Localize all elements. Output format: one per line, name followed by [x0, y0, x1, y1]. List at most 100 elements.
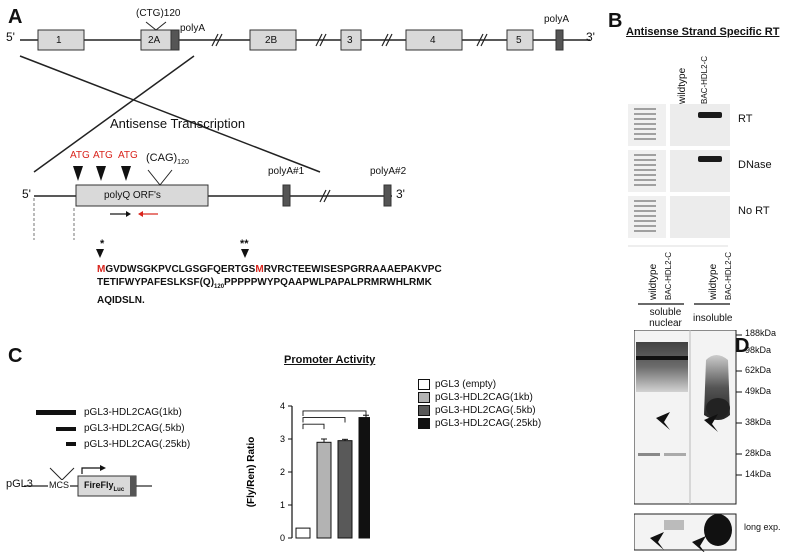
seq-arrows [96, 249, 249, 258]
ctg-marker [145, 21, 167, 31]
arrowhead-insoluble [704, 414, 718, 432]
y-tick-label: 3 [280, 434, 285, 444]
legend-item: pGL3 (empty) [418, 378, 541, 391]
nort-sample-panel [670, 196, 730, 238]
bar [316, 441, 332, 539]
antisense-five-prime: 5' [22, 187, 31, 201]
cag-marker [147, 169, 173, 186]
soluble-smear [636, 342, 688, 392]
cag-label: (CAG)120 [146, 152, 189, 167]
polya1-block [282, 184, 291, 207]
legend-swatch [418, 405, 430, 416]
antisense-title: Antisense Transcription [110, 116, 246, 131]
line-breaks [211, 33, 488, 47]
marker-38: 38kDa [745, 417, 772, 427]
polya-label-2: polyA [544, 14, 570, 25]
exon-label-5: 5 [516, 35, 522, 46]
chart-legend: pGL3 (empty) pGL3-HDL2CAG(1kb) pGL3-HDL2CA… [418, 378, 541, 430]
atg-arrow-3 [121, 166, 131, 181]
group-soluble: soluble nuclear [649, 307, 682, 329]
promoter-activity-chart: 0 1 2 3 4 (Fly/Ren) Ratio [246, 401, 370, 543]
exon-3 [340, 29, 362, 51]
bar [337, 440, 353, 539]
orf-box [75, 184, 209, 207]
western-col-4: BAC-HDL2-C [724, 251, 733, 300]
legend-swatch [418, 379, 430, 390]
antisense-breaks [319, 189, 331, 203]
legend-label: pGL3-HDL2CAG(1kb) [435, 392, 533, 403]
legend-item: pGL3-HDL2CAG(.25kb) [418, 417, 541, 430]
legend-label: pGL3-HDL2CAG(.5kb) [435, 405, 536, 416]
arrowhead-soluble [656, 412, 670, 430]
antisense-three-prime: 3' [396, 187, 405, 201]
exon-label-2a: 2A [148, 35, 161, 46]
atg-label-3: ATG [118, 150, 138, 161]
atg-arrow-1 [73, 166, 83, 181]
bar [358, 417, 370, 539]
y-tick-label: 2 [280, 467, 285, 477]
three-prime-label: 3' [586, 30, 595, 44]
marker-28: 28kDa [745, 448, 772, 458]
exon-2b [249, 29, 297, 51]
atg-label-1: ATG [70, 150, 90, 161]
row-label-dnase: DNase [738, 159, 772, 171]
legend-label: pGL3 (empty) [435, 379, 497, 390]
star-marker-2: ** [240, 238, 249, 250]
exon-label-2b: 2B [265, 35, 278, 46]
polya2-label: polyA#2 [370, 166, 407, 177]
atg-arrow-2 [96, 166, 106, 181]
y-axis-label: (Fly/Ren) Ratio [246, 437, 257, 508]
y-tick-label: 1 [280, 500, 285, 510]
panel-label-c: C [8, 345, 23, 367]
exon-label-3: 3 [347, 35, 353, 46]
construct-label-05kb: pGL3-HDL2CAG(.5kb) [84, 423, 185, 434]
rt-sample-panel [670, 104, 730, 146]
group-underlines [638, 303, 730, 305]
star-marker-1: * [100, 238, 105, 250]
legend-swatch [418, 418, 430, 429]
orf-label: polyQ ORF's [104, 190, 161, 201]
exon-4 [405, 29, 463, 51]
marker-49: 49kDa [745, 386, 772, 396]
seq-arrow-2 [241, 249, 249, 258]
rt-title: Antisense Strand Specific RT [626, 26, 780, 38]
y-tick-label: 4 [280, 401, 285, 411]
group-insoluble: insoluble [693, 313, 733, 324]
panel-label-a: A [8, 6, 23, 28]
construct-label-025kb: pGL3-HDL2CAG(.25kb) [84, 439, 191, 450]
legend-label: pGL3-HDL2CAG(.25kb) [435, 418, 542, 429]
firefly-label: FireFlyLuc [84, 480, 125, 493]
construct-bar-1kb [36, 410, 76, 415]
legend-item: pGL3-HDL2CAG(1kb) [418, 391, 541, 404]
polya-label-1: polyA [180, 23, 206, 34]
arrowhead-long-1 [650, 532, 664, 550]
exon-label-4: 4 [430, 35, 436, 46]
exon-1 [37, 29, 85, 51]
polya-block-1 [170, 29, 180, 51]
long-exp-label: long exp. [744, 522, 781, 532]
bar [295, 527, 311, 539]
western-col-3: wildtype [708, 263, 719, 300]
polya-block-2 [555, 29, 564, 51]
gene-diagram [19, 21, 590, 240]
marker-98: 98kDa [745, 345, 772, 355]
construct-diagram [24, 410, 152, 497]
dnase-band [698, 156, 722, 162]
mcs-label: MCS [48, 480, 70, 490]
significance-bracket [302, 423, 325, 430]
rt-gel [628, 104, 730, 247]
atg-label-2: ATG [93, 150, 113, 161]
construct-bar-05kb [56, 427, 76, 431]
western-col-2: BAC-HDL2-C [664, 251, 673, 300]
gel-col-bac: BAC-HDL2-C [700, 55, 709, 104]
western-blot [634, 330, 742, 552]
y-tick-label: 0 [280, 533, 285, 543]
significance-bracket [302, 417, 346, 423]
exon-5 [506, 29, 534, 51]
legend-swatch [418, 392, 430, 403]
legend-item: pGL3-HDL2CAG(.5kb) [418, 404, 541, 417]
pgl3-label: pGL3 [6, 478, 33, 490]
seq-arrow-1 [96, 249, 104, 258]
construct-bar-025kb [66, 442, 76, 446]
polya1-label: polyA#1 [268, 166, 305, 177]
